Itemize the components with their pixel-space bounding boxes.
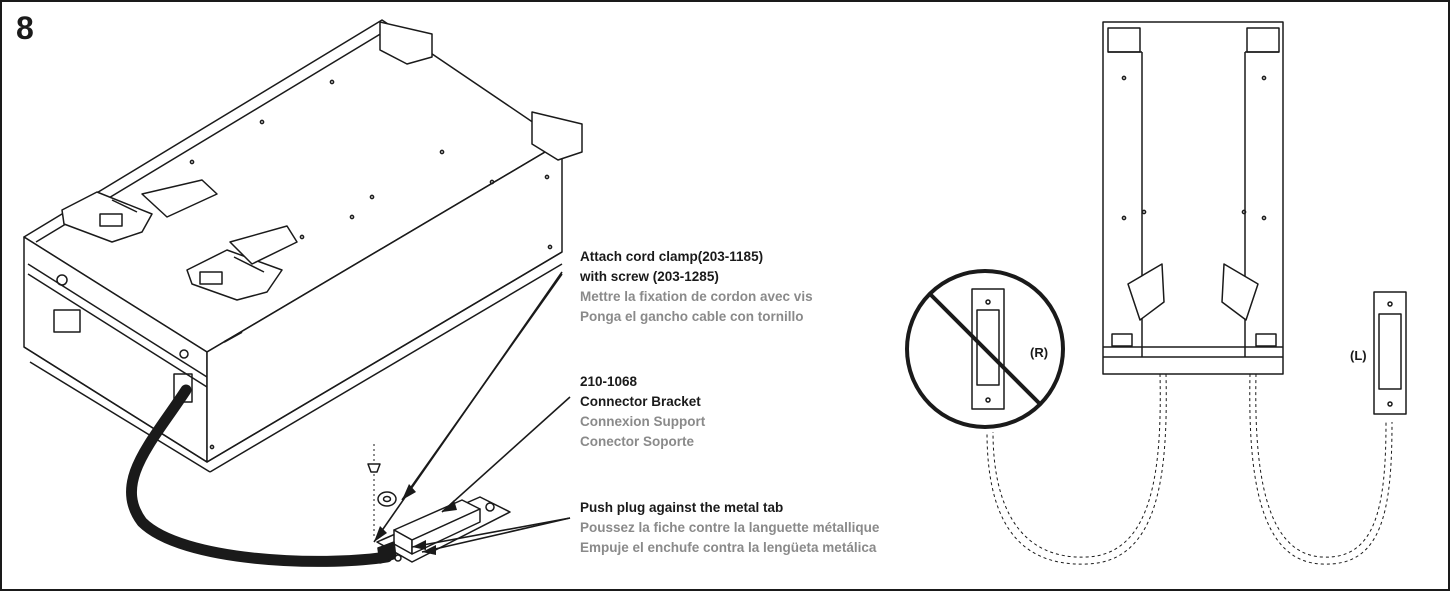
- bracket-french: Connexion Support: [580, 414, 706, 429]
- push-plug-title: Push plug against the metal tab: [580, 500, 784, 515]
- push-plug-spanish: Empuje el enchufe contra la lengüeta met…: [580, 540, 877, 555]
- bracket-part-number: 210-1068: [580, 374, 638, 389]
- base-unit-drawing: [23, 19, 583, 473]
- right-side-label: (R): [1030, 345, 1049, 360]
- bracket-spanish: Conector Soporte: [580, 434, 695, 449]
- top-view-frame: [986, 21, 1393, 565]
- bracket-title: Connector Bracket: [580, 394, 701, 409]
- cord-clamp-spanish: Ponga el gancho cable con tornillo: [580, 309, 804, 324]
- push-plug-callout: Push plug against the metal tab Poussez …: [580, 498, 879, 558]
- connector-bracket-callout: 210-1068 Connector Bracket Connexion Sup…: [580, 372, 705, 452]
- cord-clamp-title-line2: with screw (203-1285): [580, 269, 719, 284]
- power-cord: [125, 384, 393, 567]
- step-number: 8: [16, 10, 34, 46]
- cord-clamp-french: Mettre la fixation de cordon avec vis: [580, 289, 813, 304]
- connector-bracket-drawing: [376, 496, 511, 564]
- correct-left-module: [1373, 291, 1407, 415]
- prohibited-right-module: [905, 269, 1065, 429]
- cord-clamp-title-line1: Attach cord clamp(203-1185): [580, 249, 764, 264]
- left-side-label: (L): [1350, 348, 1367, 363]
- cord-clamp-callout: Attach cord clamp(203-1185) with screw (…: [580, 247, 813, 327]
- push-plug-french: Poussez la fiche contre la languette mét…: [580, 520, 880, 535]
- screw-and-clamp: [367, 444, 397, 537]
